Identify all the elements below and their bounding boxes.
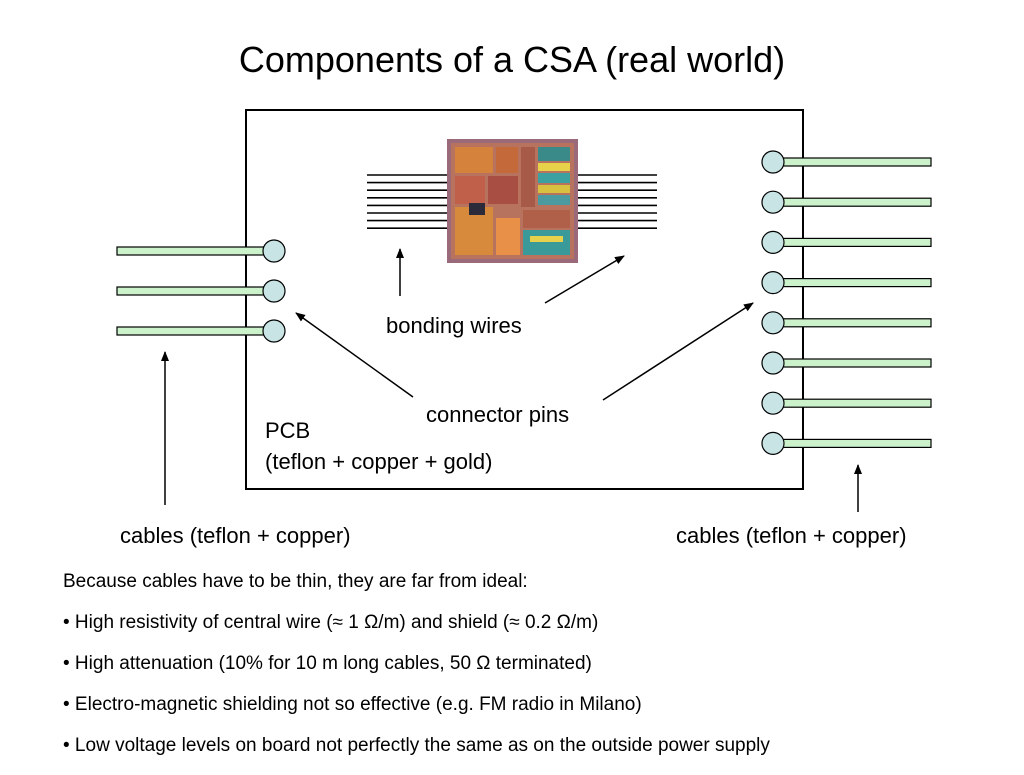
connector-pin xyxy=(761,391,785,415)
pcb-material-label: (teflon + copper + gold) xyxy=(265,449,493,474)
connector-pins-label: connector pins xyxy=(426,402,570,427)
connector-pins-arrow-left xyxy=(295,312,414,398)
cables-left-label: cables (teflon + copper) xyxy=(120,523,351,548)
csa-diagram xyxy=(116,109,932,512)
right-cable xyxy=(761,271,932,295)
cables-right-label: cables (teflon + copper) xyxy=(676,523,907,548)
left-cable xyxy=(116,239,286,263)
bonding-wires xyxy=(367,174,657,229)
connector-pin xyxy=(761,150,785,174)
connector-pin xyxy=(761,190,785,214)
connector-pin xyxy=(761,230,785,254)
right-cable xyxy=(761,391,932,415)
right-cables xyxy=(761,150,932,455)
connector-pin xyxy=(262,279,286,303)
right-cable xyxy=(761,431,932,455)
connector-pin xyxy=(761,271,785,295)
connector-pins-arrow-right xyxy=(602,302,754,401)
chip-die xyxy=(447,139,578,263)
right-cable xyxy=(761,190,932,214)
bonding-wires-label: bonding wires xyxy=(386,313,522,338)
connector-pin xyxy=(262,239,286,263)
left-cables xyxy=(116,239,286,343)
connector-pin xyxy=(761,431,785,455)
left-cable xyxy=(116,319,286,343)
notes-intro: Because cables have to be thin, they are… xyxy=(63,571,528,592)
slide-title: Components of a CSA (real world) xyxy=(238,39,786,80)
connector-pin xyxy=(761,351,785,375)
bullet-attenuation: • High attenuation (10% for 10 m long ca… xyxy=(63,653,592,674)
bonding-wires-arrow-right xyxy=(544,255,625,304)
left-cable xyxy=(116,279,286,303)
bullet-voltage-levels: • Low voltage levels on board not perfec… xyxy=(63,735,770,756)
right-cable xyxy=(761,311,932,335)
pcb-label: PCB xyxy=(265,418,311,443)
connector-pin xyxy=(262,319,286,343)
right-cable xyxy=(761,230,932,254)
connector-pin xyxy=(761,311,785,335)
right-cable xyxy=(761,351,932,375)
notes: Because cables have to be thin, they are… xyxy=(63,570,1013,775)
right-cable xyxy=(761,150,932,174)
bullet-shielding: • Electro-magnetic shielding not so effe… xyxy=(63,694,642,715)
bullet-resistivity: • High resistivity of central wire (≈ 1 … xyxy=(63,612,599,633)
